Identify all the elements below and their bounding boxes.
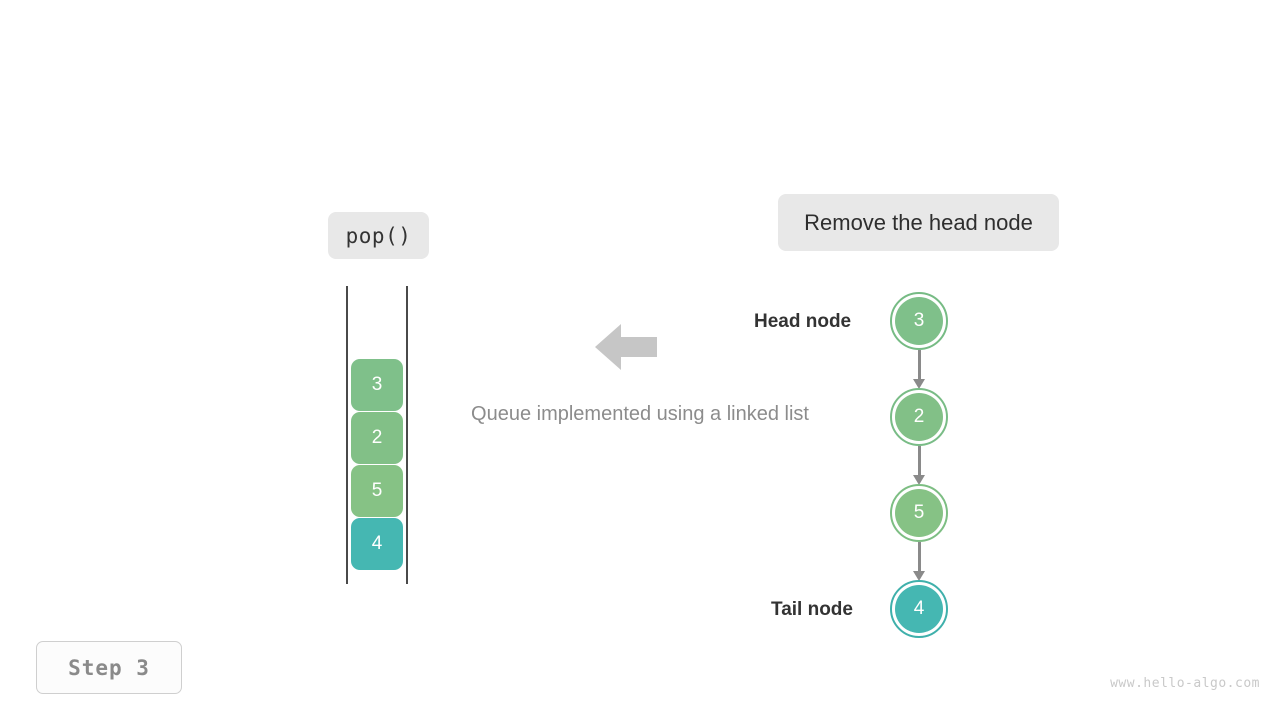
queue-rail-right <box>406 286 408 584</box>
head-node-label: Head node <box>754 311 852 332</box>
operation-label: pop() <box>328 212 429 259</box>
linked-list-node-value: 2 <box>895 393 943 441</box>
linked-list-connector <box>918 350 921 380</box>
linked-list-container: 3 2 5 4 <box>890 292 950 640</box>
linked-list-node-value: 3 <box>895 297 943 345</box>
action-label: Remove the head node <box>778 194 1059 251</box>
tail-node-label: Tail node <box>771 599 853 620</box>
arrow-left-icon <box>595 322 657 372</box>
queue-cell: 2 <box>351 412 403 464</box>
queue-rail-left <box>346 286 348 584</box>
connector-arrowhead-icon <box>913 475 925 485</box>
connector-arrowhead-icon <box>913 379 925 389</box>
linked-list-node-value: 4 <box>895 585 943 633</box>
linked-list-connector <box>918 542 921 572</box>
queue-cell: 4 <box>351 518 403 570</box>
linked-list-node: 2 <box>890 388 948 446</box>
step-badge: Step 3 <box>36 641 182 694</box>
linked-list-node: 3 <box>890 292 948 350</box>
linked-list-node-value: 5 <box>895 489 943 537</box>
linked-list-connector <box>918 446 921 476</box>
connector-arrowhead-icon <box>913 571 925 581</box>
watermark: www.hello-algo.com <box>1110 676 1260 691</box>
queue-cell: 5 <box>351 465 403 517</box>
linked-list-node: 5 <box>890 484 948 542</box>
queue-cell: 3 <box>351 359 403 411</box>
linked-list-node: 4 <box>890 580 948 638</box>
caption-text: Queue implemented using a linked list <box>471 403 809 425</box>
